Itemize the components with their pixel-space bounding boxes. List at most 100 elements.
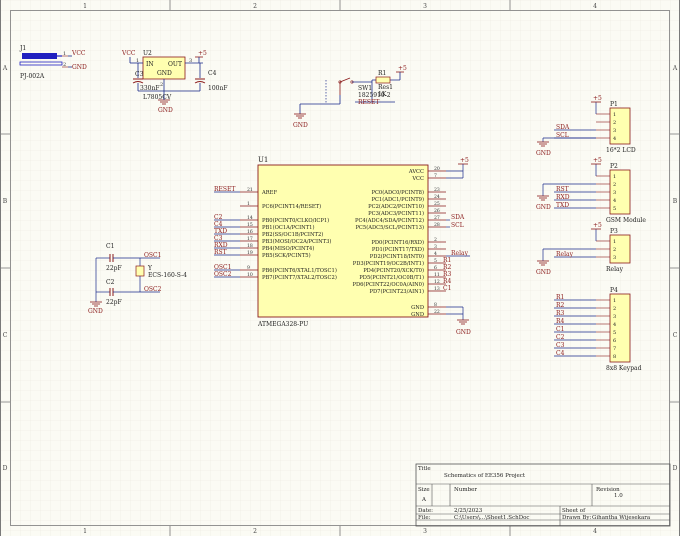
u1-right-pins: 20AVCC7VCC23PC0(ADC0/PCINT8)24PC1(ADC1/P…	[352, 166, 446, 318]
u2-vcc-net: VCC	[121, 50, 136, 57]
u1-right-pin-number: 24	[434, 194, 440, 200]
u2-c4-val: 100nF	[208, 85, 227, 92]
u1-right-pin-number: 22	[434, 309, 440, 315]
p1-pin-number: 1	[613, 112, 616, 118]
u1-net-c3: C3	[214, 235, 223, 242]
sw1-ref: SW1	[358, 85, 372, 92]
u1-left-pin-number: 16	[247, 229, 253, 235]
u1-net-r1: R1	[443, 257, 451, 264]
sw1-part: 1825910-2	[358, 92, 391, 99]
u1-left-pin-name: PB3(MOSI/OC2A/PCINT3)	[262, 238, 331, 245]
j1-vcc-net: VCC	[71, 50, 86, 57]
u1-right-pin-name: GND	[411, 305, 424, 311]
u2-ref: U2	[143, 50, 152, 57]
u1-right-pin-number: 28	[434, 222, 440, 228]
p2-pin-number: 3	[613, 190, 616, 196]
r1-ref: R1	[378, 70, 386, 77]
tb-number-label: Number	[454, 487, 477, 493]
p4-pin-number: 3	[613, 314, 616, 320]
tb-revision-label: Revision	[596, 487, 620, 493]
xtal-y-ref: Y	[147, 265, 153, 272]
u1-left-pin-name: PB6(PCINT6/XTAL1/TOSC1)	[262, 267, 337, 274]
u1-right-pin-name: PD5(PCINT21/OC0B/T1)	[359, 274, 424, 281]
u1-left-pin-name: PB2(SS/OC1B/PCINT2)	[262, 231, 323, 238]
u1-left-pin-name: PB0(PCINT0/CLKO/ICP1)	[262, 217, 329, 224]
p4-pin-number: 2	[613, 306, 616, 312]
p4-net-label: R4	[556, 318, 565, 325]
u2-regulator[interactable]: VCC U2 IN OUT GND 1 3 2 +5 C3 330nF C4 1…	[121, 50, 227, 114]
u1-left-pin-number: 19	[247, 250, 253, 256]
xtal-osc1-net: OSC1	[144, 252, 161, 259]
j1-part: PJ-002A	[20, 73, 45, 80]
p4-ref: P4	[610, 287, 618, 294]
col-label-1-bottom: 1	[83, 528, 87, 535]
u2-in-label: IN	[146, 61, 154, 68]
u1-left-pin-name: PB4(MISO/PCINT4)	[262, 245, 314, 252]
j1-gnd-net: GND	[72, 64, 87, 71]
u1-right-pin-name: VCC	[411, 176, 424, 182]
u2-part: L7805CV	[143, 94, 172, 101]
p4-pin-number: 8	[613, 354, 616, 360]
p4-net-label: C1	[556, 326, 564, 333]
u1-left-pin-number: 10	[247, 272, 253, 278]
col-label-2-top: 2	[253, 3, 257, 10]
u1-net-sda: SDA	[451, 214, 465, 221]
p4-net-label: R3	[556, 310, 565, 317]
p2-pin-number: 1	[613, 174, 616, 180]
p4-pin-number: 1	[613, 298, 616, 304]
p1-pin-number: 3	[613, 128, 616, 134]
u1-net-rst: RST	[214, 249, 227, 256]
u1-left-pin-number: 21	[247, 187, 253, 193]
row-label-d-right: D	[673, 465, 678, 472]
u1-net-scl: SCL	[451, 222, 464, 229]
reset-circuit[interactable]: +5 R1 Res1 1K RESET SW1 1825910-2 GND	[293, 65, 407, 129]
u1-net-osc2: OSC2	[214, 271, 232, 278]
p2-plus5: +5	[593, 157, 602, 164]
p4-pin-number: 6	[613, 338, 616, 344]
u1-net-c1: C1	[443, 285, 451, 292]
p2-net-label: RST	[556, 186, 569, 193]
tb-size-label: Size	[418, 487, 430, 493]
u2-gnd-label: GND	[157, 70, 172, 77]
p2-name: GSM Module	[606, 217, 646, 224]
p2-net-label: RXD	[556, 194, 570, 201]
tb-sheet-label: Sheet of	[562, 508, 586, 514]
p2-ref: P2	[610, 163, 618, 170]
u1-left-pin-number: 18	[247, 243, 253, 249]
u1-right-pin-number: 6	[434, 265, 437, 271]
p2-pin-number: 2	[613, 182, 616, 188]
j1-pin1: 1	[63, 51, 66, 57]
u2-plus5: +5	[198, 50, 207, 57]
xtal-osc2-net: OSC2	[144, 286, 162, 293]
reset-plus5: +5	[398, 65, 407, 72]
p4-name: 8x8 Keypad	[606, 365, 642, 372]
p3-pin-number: 1	[613, 239, 616, 245]
u1-left-pin-number: 14	[247, 215, 253, 221]
p4-net-label: R1	[556, 294, 564, 301]
u1-left-pin-name: AREF	[261, 190, 277, 196]
u1-left-pin-name: PB7(PCINT7/XTAL2/TOSC2)	[262, 274, 337, 281]
row-label-d-left: D	[3, 465, 8, 472]
u1-ref: U1	[258, 156, 268, 164]
u2-c3-val: 330nF	[140, 85, 159, 92]
u1-plus5: +5	[460, 157, 469, 164]
crystal-circuit[interactable]: C1 22pF C2 22pF Y ECS-160-S-4 OSC1 OSC2 …	[88, 243, 187, 315]
u1-net-c2: C2	[214, 214, 223, 221]
p4-net-label: R2	[556, 302, 565, 309]
u2-gnd-net: GND	[158, 107, 173, 114]
p4-pin-number: 4	[613, 322, 616, 328]
tb-date: 2/25/2023	[454, 508, 483, 514]
reset-gnd-symbol	[294, 113, 306, 119]
p3-gnd-net: GND	[536, 269, 551, 276]
p1-body	[609, 107, 631, 145]
u2-pin2: 2	[160, 82, 163, 88]
tb-title: Schematics of EE356 Project	[444, 473, 526, 479]
j1-power-jack[interactable]: J1 1 2 VCC GND PJ-002A	[19, 45, 87, 80]
